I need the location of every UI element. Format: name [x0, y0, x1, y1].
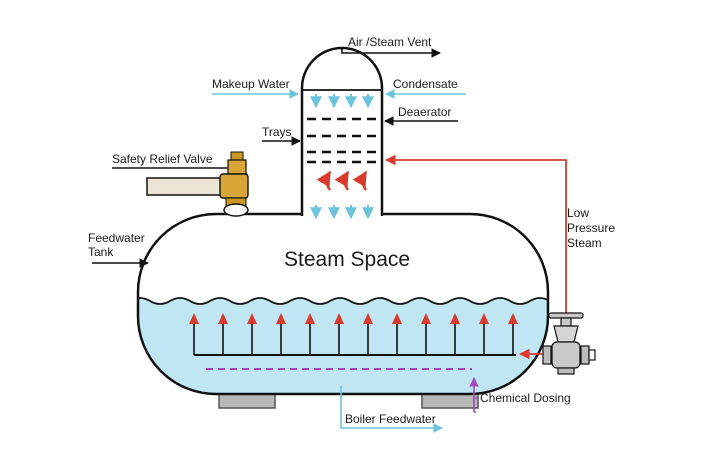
valve-handwheel [548, 312, 584, 319]
water-fill [138, 298, 548, 394]
feedwater-tank-label-line1: Feedwater [88, 231, 145, 245]
relief-discharge-pipe [146, 177, 222, 196]
chemical-dosing-label: Chemical Dosing [480, 391, 571, 405]
makeup-water-label: Makeup Water [212, 77, 290, 91]
steam-bubble-arrow [421, 313, 431, 324]
safety-relief-valve-label: Safety Relief Valve [112, 152, 213, 166]
boiler-feedwater-label: Boiler Feedwater [345, 412, 436, 426]
water-body [138, 297, 548, 394]
steam-bubble-arrow [508, 313, 518, 324]
valve-right-stub [588, 349, 596, 361]
air-steam-vent-label: Air /Steam Vent [348, 35, 432, 49]
steam-bubble-arrow [276, 313, 286, 324]
feedwater-tank-label-line2: Tank [88, 245, 114, 259]
low-pressure-steam-label-line3: Steam [567, 236, 602, 250]
chemical-dosing-line [206, 368, 479, 413]
vent-pipe-line [341, 48, 441, 58]
right-support-base [421, 393, 479, 409]
valve-bonnet [227, 159, 247, 175]
rising-steam-arrow [334, 170, 350, 191]
trays-label: Trays [262, 125, 292, 139]
left-support-base [218, 393, 276, 409]
steam-bubble-arrow [247, 313, 257, 324]
valve-body [219, 173, 249, 199]
valve-left-flange [542, 345, 552, 365]
steam-supply-pipe [384, 154, 567, 313]
rising-steam-arrow [352, 170, 368, 191]
steam-bubble-arrow [189, 313, 199, 324]
sparger-risers [189, 313, 518, 355]
steam-sparger [189, 313, 518, 356]
steam-bubble-arrow [305, 313, 315, 324]
feedwater-tank [136, 212, 550, 396]
valve-base [557, 367, 575, 375]
deaerator-column [300, 46, 384, 220]
valve-top-cap [230, 151, 244, 161]
boiler-feedwater-pipe [340, 386, 443, 433]
valve-flange [223, 203, 249, 217]
steam-control-valve [542, 312, 596, 375]
valve-globe-body [551, 341, 581, 369]
steam-bubble-arrow [334, 313, 344, 324]
safety-relief-valve [112, 151, 249, 217]
boiler-feedwater-line [340, 386, 443, 433]
low-pressure-steam-label-line1: Low [567, 206, 590, 220]
valve-yoke [553, 325, 579, 343]
steam-bubble-arrow [218, 313, 228, 324]
valve-right-flange [580, 345, 590, 365]
air-steam-vent [341, 48, 441, 58]
deaerator-label: Deaerator [398, 105, 452, 119]
water-surface [138, 297, 548, 305]
steam-bubble-arrow [450, 313, 460, 324]
steam-bubble-arrow [479, 313, 489, 324]
condensate-label: Condensate [393, 77, 458, 91]
valve-stem [560, 317, 572, 327]
rising-steam-arrow [316, 170, 332, 191]
steam-bubble-arrow [392, 313, 402, 324]
low-pressure-steam-label-line2: Pressure [567, 221, 616, 235]
deaerator-body [302, 48, 382, 216]
steam-space-label: Steam Space [284, 248, 411, 271]
steam-bubble-arrow [363, 313, 373, 324]
